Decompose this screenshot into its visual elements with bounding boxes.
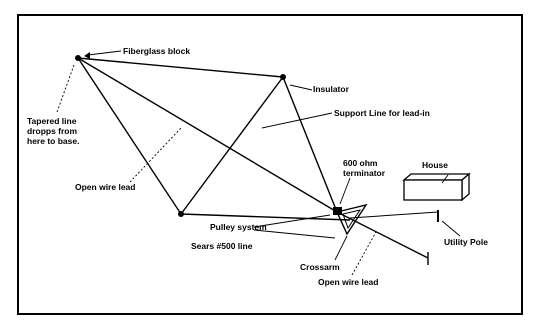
terminator-icon (333, 207, 342, 215)
label-tapered-line-3: here to base. (27, 136, 80, 146)
leader-open-wire-bottom (351, 231, 377, 276)
wire-fiberglass-to-insulator (77, 57, 284, 78)
label-terminator-2: terminator (343, 168, 386, 178)
insulator-node (280, 74, 286, 80)
lead-to-house (349, 211, 439, 219)
label-tapered-line: Tapered line dropps from here to base. (27, 116, 107, 146)
crossarm-shape (336, 203, 368, 236)
label-sears-line: Sears #500 line (191, 241, 253, 251)
label-open-wire-lead-left: Open wire lead (75, 182, 136, 192)
leader-tapered-line (56, 64, 75, 113)
crossarm-inner (342, 209, 362, 230)
leader-pulley-2 (253, 229, 336, 239)
label-pulley-system: Pulley system (210, 222, 267, 232)
label-house: House (422, 160, 448, 170)
leader-fiberglass (87, 50, 122, 56)
label-open-wire-lead-bottom: Open wire lead (318, 277, 379, 287)
label-crossarm: Crossarm (300, 262, 340, 272)
label-support-line: Support Line for lead-in (334, 108, 430, 118)
wire-insulator-to-bottom-corner (180, 76, 284, 215)
label-terminator-1: 600 ohm (343, 158, 378, 168)
leader-open-wire-left (129, 126, 183, 183)
leader-pulley-1 (253, 214, 331, 228)
pulley-node (178, 211, 184, 217)
leader-house (441, 174, 449, 184)
label-tapered-line-1: Tapered line (27, 116, 77, 126)
leader-fiberglass-arrowhead (84, 52, 90, 59)
leader-utility-pole (441, 220, 461, 237)
lead-downward (336, 211, 429, 259)
leader-crossarm (334, 235, 348, 261)
wire-fiberglass-to-feedpoint (77, 57, 338, 213)
label-terminator: 600 ohm terminator (343, 158, 413, 178)
wire-fiberglass-to-bottom-corner (77, 57, 182, 215)
label-insulator: Insulator (313, 84, 349, 94)
leader-support-line (261, 112, 333, 129)
wire-insulator-to-feedpoint (282, 76, 338, 213)
leader-insulator (289, 84, 313, 91)
label-utility-pole: Utility Pole (444, 237, 488, 247)
leader-terminator (339, 177, 351, 205)
diagram-frame (17, 14, 523, 315)
wire-bottom-corner-to-crossarm (180, 213, 351, 221)
fiberglass-block-node (75, 55, 81, 61)
label-fiberglass-block: Fiberglass block (123, 46, 191, 56)
label-tapered-line-2: dropps from (27, 126, 78, 136)
house-icon (402, 172, 471, 202)
